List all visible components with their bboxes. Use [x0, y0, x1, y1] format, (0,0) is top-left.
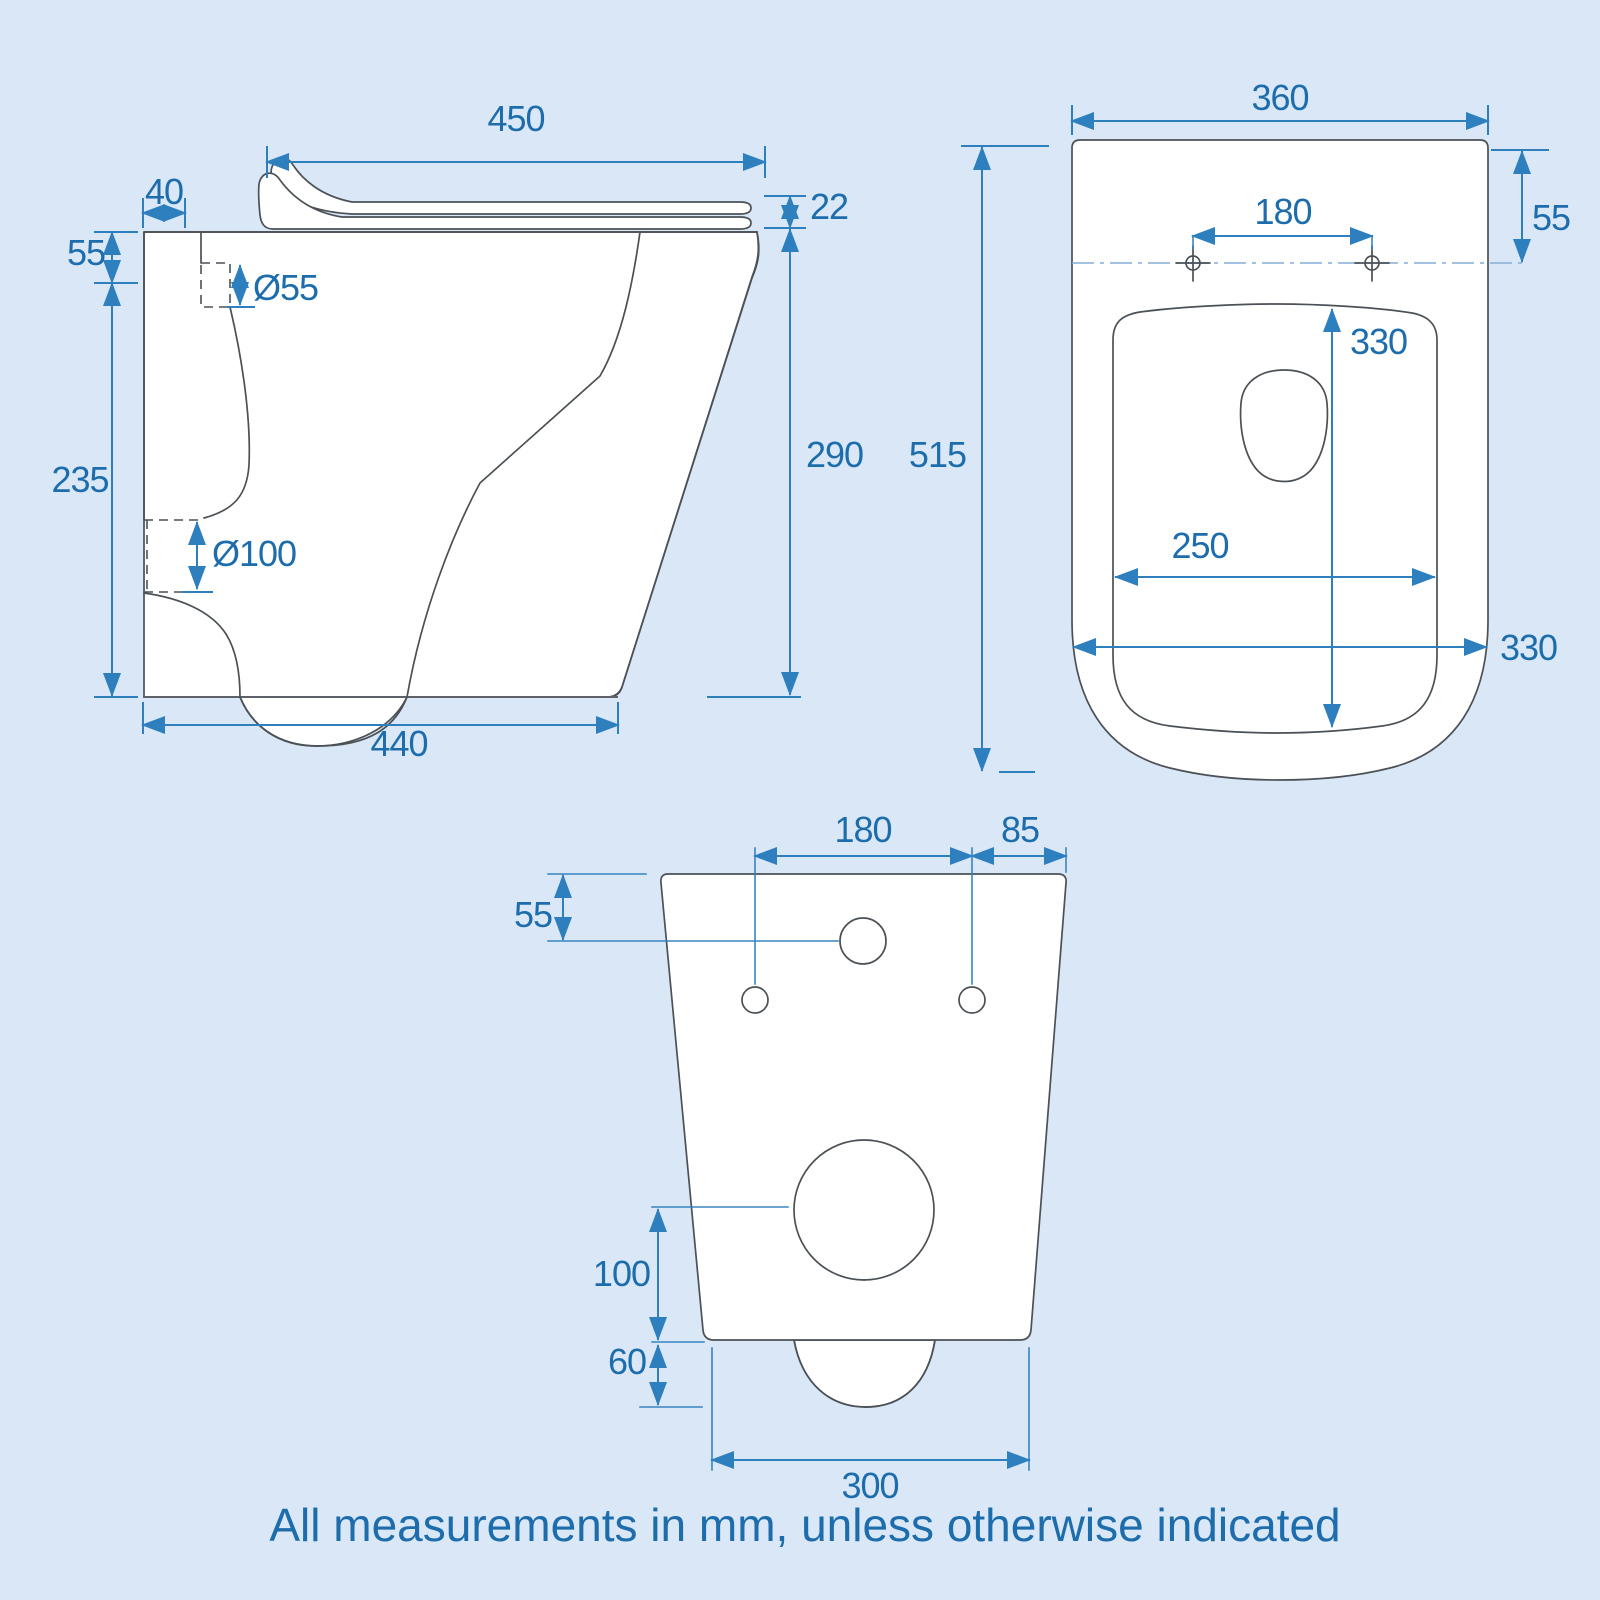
dim-overall-width: 360 [1070, 77, 1490, 135]
bowl-back-inner-curve [203, 306, 251, 519]
dim-label-hole-spacing-rear: 180 [834, 809, 891, 850]
dim-bowl-opening-width: 250 [1114, 525, 1436, 586]
dim-body-height: 235 [51, 282, 138, 698]
dim-label-outlet-centre-height: 100 [593, 1253, 650, 1294]
waste-outlet-hole [793, 1139, 935, 1281]
rear-body-outline [660, 873, 1067, 1341]
dim-label-base-depth: 440 [370, 723, 427, 764]
dim-label-inlet-setback: 40 [145, 171, 183, 212]
dim-label-hole-to-edge: 85 [1001, 809, 1039, 850]
dim-bowl-outer-width: 330 [1072, 627, 1558, 668]
dim-rim-height: 290 [707, 228, 864, 698]
rear-view: 180 85 55 100 60 300 [514, 809, 1068, 1506]
dim-label-seat-length: 450 [487, 98, 544, 139]
outlet-spigot-outline [793, 1339, 936, 1408]
dim-label-outlet-drop: 60 [608, 1341, 646, 1382]
dim-hole-offset: 55 [1491, 149, 1571, 263]
fixing-hole-crosshairs [1175, 245, 1390, 282]
bowl-rim-outline [1112, 303, 1438, 734]
dim-label-hole-spacing-top: 180 [1254, 191, 1311, 232]
dim-label-inlet-drop: 55 [67, 232, 105, 273]
side-view: 450 40 22 290 55 235 [51, 98, 864, 764]
dim-label-body-height: 235 [51, 459, 108, 500]
dim-base-width: 300 [710, 1347, 1031, 1506]
dim-label-seat-thickness: 22 [810, 186, 848, 227]
dim-label-base-width: 300 [841, 1465, 898, 1506]
dim-seat-length: 450 [265, 98, 767, 178]
fixing-hole-rear-left [741, 986, 769, 1014]
top-view: 360 515 55 180 330 250 330 [909, 77, 1571, 781]
dim-outlet-centre-height: 100 [593, 1206, 789, 1343]
dim-seat-thickness: 22 [764, 186, 849, 229]
dim-inlet-drop: 55 [67, 231, 138, 284]
dim-outlet-drop: 60 [608, 1341, 703, 1408]
water-inlet-hole [839, 917, 887, 965]
seat-lid-profile [270, 157, 752, 215]
dim-label-overall-width: 360 [1251, 77, 1308, 118]
dim-inlet-drop-rear: 55 [514, 873, 839, 942]
dim-hole-to-edge: 85 [970, 809, 1068, 873]
dim-bowl-opening-depth: 330 [1323, 308, 1408, 728]
dim-label-rim-height: 290 [806, 434, 863, 475]
dim-hole-spacing-rear: 180 [753, 809, 974, 985]
dim-base-depth: 440 [141, 702, 620, 764]
fixing-hole-rear-right [958, 986, 986, 1014]
measurement-units-note: All measurements in mm, unless otherwise… [269, 1499, 1340, 1551]
trapway-outline [239, 231, 641, 747]
dim-label-bowl-outer-width: 330 [1500, 627, 1557, 668]
dim-overall-depth: 515 [909, 145, 1049, 773]
flush-inlet-hidden-box [200, 262, 231, 308]
body-front-edge [606, 231, 760, 698]
dim-label-outlet-diameter: Ø100 [212, 533, 296, 574]
seat-ring-profile [257, 172, 752, 230]
dim-label-inlet-drop-rear: 55 [514, 894, 552, 935]
dim-inlet-setback: 40 [141, 171, 187, 228]
dim-label-bowl-opening-depth: 330 [1350, 321, 1407, 362]
dim-label-inlet-diameter: Ø55 [253, 267, 318, 308]
outlet-spigot-fill [793, 1339, 936, 1408]
dim-hole-spacing-top: 180 [1191, 191, 1374, 250]
toilet-body-fill [143, 231, 760, 698]
body-back-lower-curve [143, 592, 241, 698]
dim-inlet-diameter: Ø55 [227, 264, 319, 308]
dim-label-overall-depth: 515 [909, 434, 966, 475]
dim-label-hole-offset: 55 [1532, 197, 1570, 238]
dim-outlet-diameter: Ø100 [182, 521, 297, 593]
dim-label-bowl-opening-width: 250 [1171, 525, 1228, 566]
